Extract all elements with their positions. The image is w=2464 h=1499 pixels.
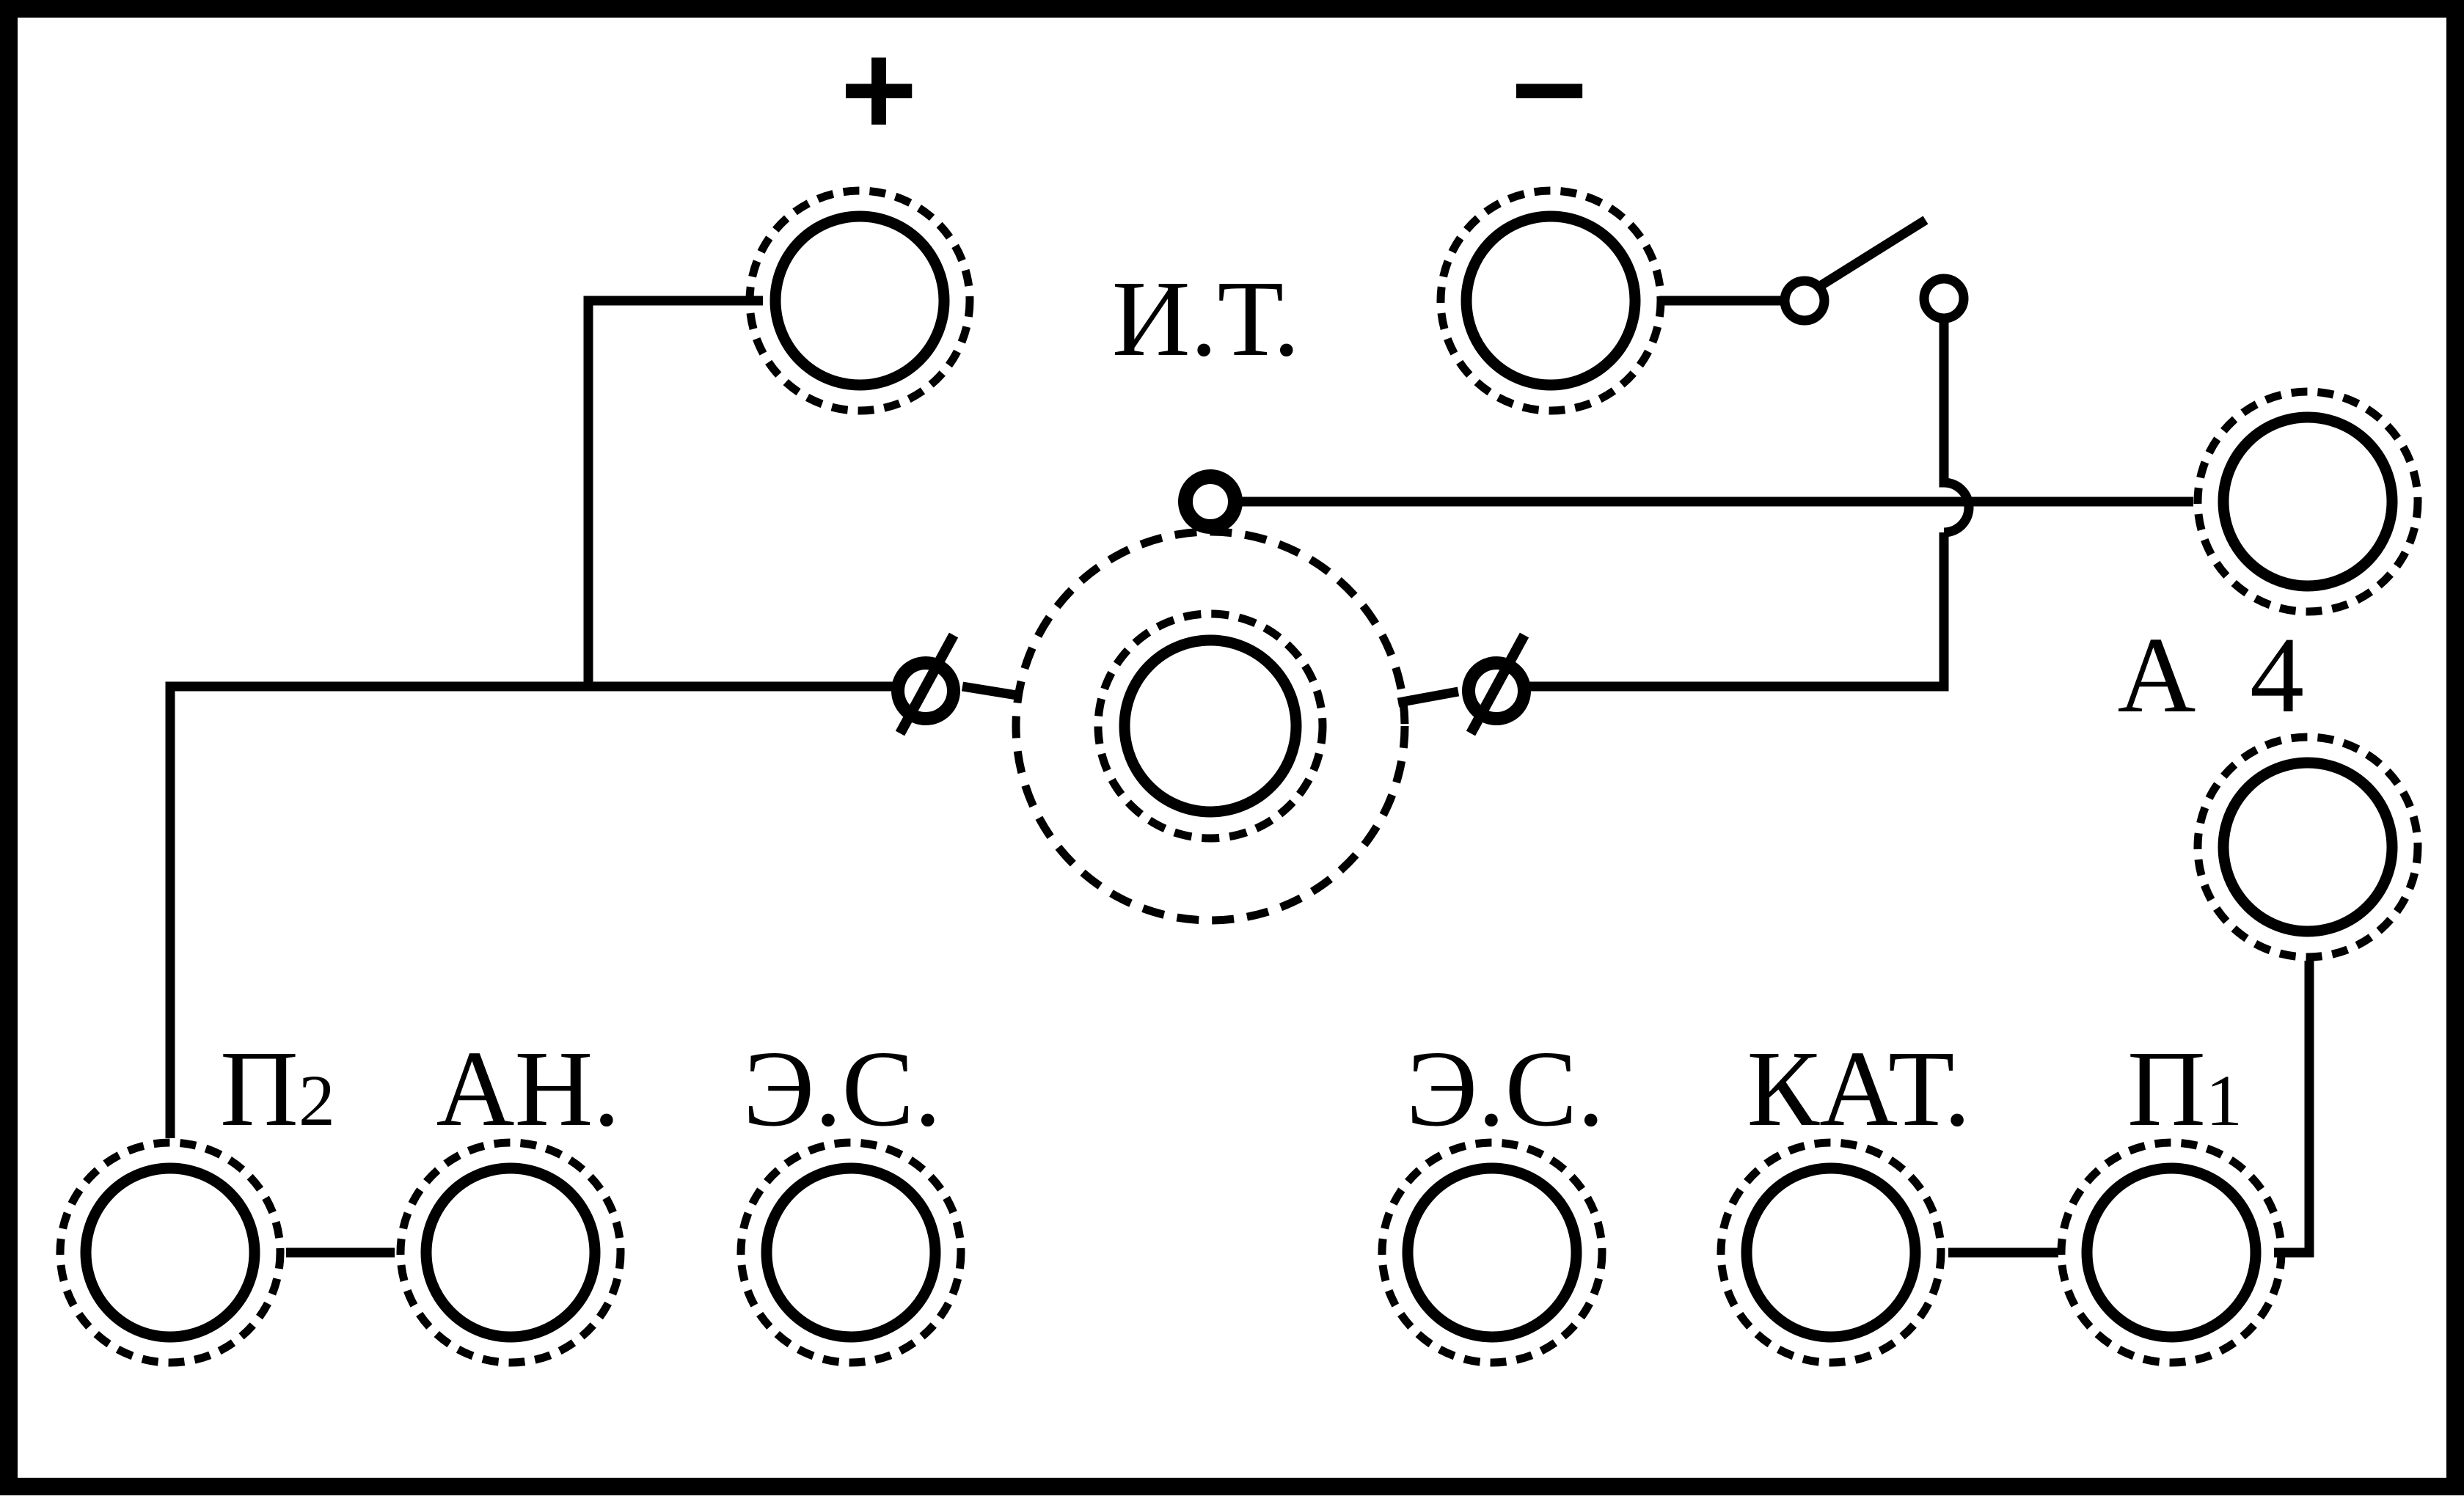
switch-contact-right — [1919, 274, 1969, 323]
binding-post-right-slash — [1466, 632, 1529, 736]
es-left-label: Э.С. — [743, 1029, 941, 1149]
wire-plus — [583, 296, 763, 686]
wire-right-post-to-ring — [1397, 686, 1460, 708]
p1-label-main: П — [2127, 1029, 2206, 1149]
jack-right-lower-dashed-ring — [2193, 733, 2422, 961]
jack-es-left-socket — [761, 1162, 941, 1343]
plus-label: + — [840, 16, 917, 164]
top-small-terminal — [1178, 469, 1243, 534]
power-source-label: И.Т. — [1112, 259, 1300, 379]
jack-es-right-socket — [1402, 1162, 1582, 1343]
jack-right-lower[interactable] — [2193, 733, 2422, 961]
central-socket-dashed-ring — [1094, 609, 1327, 843]
es-right-label: Э.С. — [1406, 1029, 1604, 1149]
a-number-label: 4 — [2250, 615, 2304, 736]
jack-anode-socket — [420, 1162, 601, 1343]
jack-es-right-dashed-ring — [1378, 1138, 1606, 1367]
wire-left-post-to-ring — [961, 681, 1018, 700]
wire-left-bus — [165, 681, 896, 1138]
jack-es-right[interactable] — [1378, 1138, 1606, 1367]
jack-anode[interactable] — [396, 1138, 625, 1367]
central-socket-outer-ring — [1012, 527, 1409, 925]
jack-p2-dashed-ring — [56, 1138, 285, 1367]
binding-post-left-slash — [895, 632, 959, 736]
anode-label: АН. — [436, 1029, 621, 1149]
switch-contact-left — [1780, 276, 1829, 326]
jack-right-upper[interactable] — [2193, 387, 2422, 616]
p1-label: П1 — [2127, 1029, 2242, 1149]
jack-p1-socket — [2081, 1162, 2262, 1343]
jack-es-left[interactable] — [736, 1138, 965, 1367]
p2-label-sub: 2 — [299, 1060, 335, 1141]
jack-cathode[interactable] — [1717, 1138, 1945, 1367]
jack-plus-socket — [769, 210, 950, 391]
jack-cathode-socket — [1741, 1162, 1921, 1343]
jack-right-upper-dashed-ring — [2193, 387, 2422, 616]
jack-plus-dashed-ring — [745, 186, 974, 415]
jack-minus-socket — [1461, 210, 1641, 391]
jack-plus[interactable] — [745, 186, 974, 415]
p2-label-main: П — [220, 1029, 299, 1149]
jack-cathode-dashed-ring — [1717, 1138, 1945, 1367]
switch — [1780, 274, 1969, 326]
jack-p1[interactable] — [2057, 1138, 2286, 1367]
jack-p2-socket — [80, 1162, 260, 1343]
central-socket — [1012, 527, 1409, 925]
jack-minus[interactable] — [1436, 186, 1665, 415]
jack-p1-dashed-ring — [2057, 1138, 2286, 1367]
a-letter-label: А — [2118, 615, 2196, 736]
wires — [165, 216, 2314, 1258]
p1-label-sub: 1 — [2206, 1060, 2242, 1141]
jack-right-lower-socket — [2218, 757, 2398, 937]
binding-post-left — [891, 632, 960, 736]
binding-post-right — [1462, 632, 1531, 736]
p2-label: П2 — [220, 1029, 335, 1149]
wire-p1-right — [2274, 961, 2314, 1258]
minus-label: − — [1510, 16, 1587, 164]
jack-right-upper-socket — [2218, 411, 2398, 592]
jack-p2[interactable] — [56, 1138, 285, 1367]
switch-blade — [1815, 216, 1929, 292]
central-socket-jack — [1119, 634, 1302, 818]
jack-minus-dashed-ring — [1436, 186, 1665, 415]
cathode-label: КАТ. — [1747, 1029, 1970, 1149]
jack-anode-dashed-ring — [396, 1138, 625, 1367]
jack-es-left-dashed-ring — [736, 1138, 965, 1367]
wire-right-post — [1524, 532, 1949, 692]
